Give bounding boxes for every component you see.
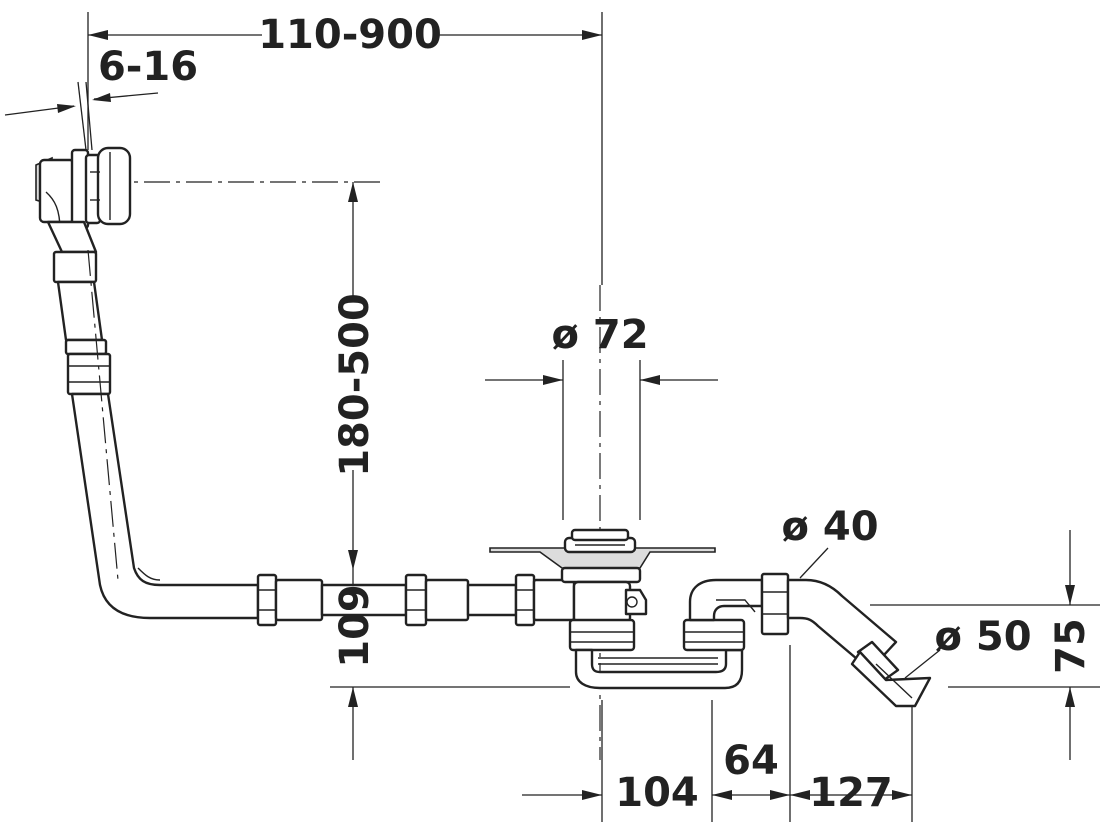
extension-lines bbox=[77, 12, 1100, 822]
drain-assembly bbox=[489, 528, 716, 652]
overflow-height-label: 180-500 bbox=[332, 293, 378, 477]
dimension-labels: 110-900 6-16 180-500 ø 72 ø 40 ø 50 109 … bbox=[98, 12, 1094, 816]
overflow-head bbox=[35, 146, 132, 231]
trap bbox=[574, 578, 764, 690]
outlet-diameter-label: ø 40 bbox=[781, 504, 878, 550]
trap-width-label: 64 bbox=[723, 738, 779, 784]
wall-thickness-label: 6-16 bbox=[98, 44, 198, 90]
trap-diameter-label: ø 50 bbox=[934, 614, 1031, 660]
connector-pipe bbox=[256, 573, 576, 627]
outlet-bend bbox=[760, 572, 932, 708]
outlet-length-label: 127 bbox=[809, 770, 893, 816]
total-length-label: 110-900 bbox=[258, 12, 442, 58]
drain-diameter-label: ø 72 bbox=[551, 312, 648, 358]
dimension-lines bbox=[4, 30, 1075, 800]
overflow-pipe bbox=[46, 220, 260, 620]
drain-offset-label: 104 bbox=[615, 770, 699, 816]
trap-height-label: 109 bbox=[332, 584, 378, 668]
outlet-height-label: 75 bbox=[1048, 618, 1094, 674]
